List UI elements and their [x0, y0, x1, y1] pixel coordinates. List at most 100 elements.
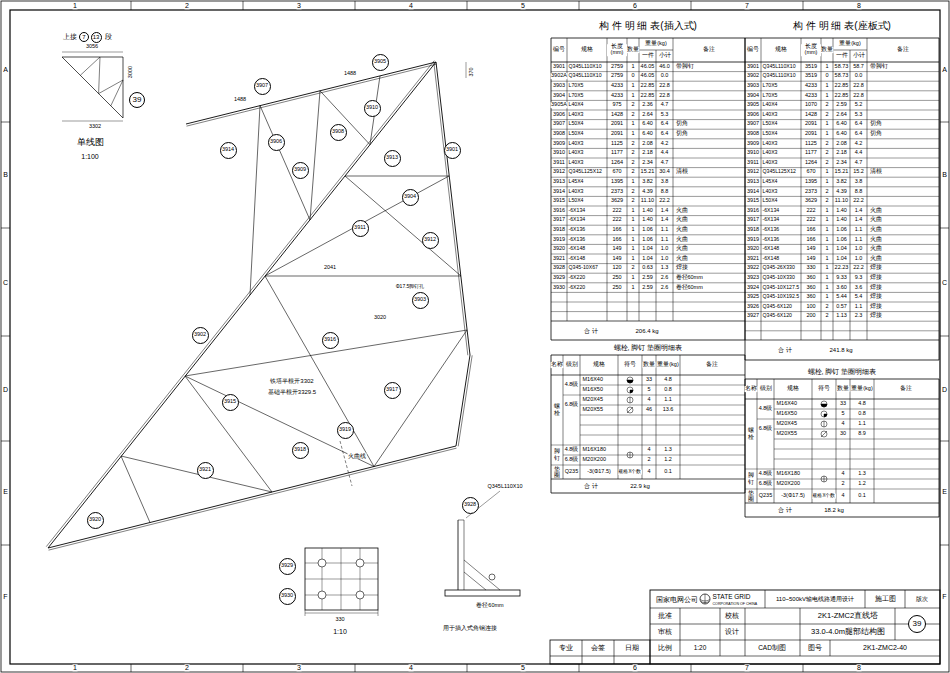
parts-table-cell: 3903: [552, 83, 565, 89]
callout-circle: 3905: [372, 54, 389, 71]
parts-table-cell: 1: [825, 275, 829, 281]
parts-table-cell: 1070: [804, 102, 817, 108]
bolt-symbol: [824, 421, 825, 427]
parts-table-cell: 3915: [746, 198, 759, 204]
title-block: [550, 640, 650, 664]
parts-table-cell: 小计: [658, 53, 671, 59]
parts-table-cell: 1.1: [854, 227, 863, 233]
table-rule: [745, 254, 939, 255]
title-block-text: 会签: [591, 645, 606, 652]
table-rule: [745, 263, 939, 264]
bolt-table-cell: 1.1: [664, 397, 673, 403]
table-rule: [551, 254, 745, 255]
parts-table-cell: 火曲: [675, 218, 688, 224]
callout-circle: 3913: [384, 150, 401, 167]
parts-table-cell: 1.1: [660, 227, 669, 233]
bolt-table-cell: M20X45: [776, 421, 798, 427]
bend-line: [340, 441, 352, 486]
callout-number: 3907: [256, 83, 268, 89]
parts-table-cell: 0.0: [854, 74, 863, 80]
parts-table-cell: 1: [631, 131, 635, 137]
grid-index: B: [3, 171, 9, 178]
parts-table-cell: L50X4: [762, 122, 778, 127]
parts-table-cell: L40X4: [762, 102, 778, 107]
parts-table-cell: 3.60: [836, 285, 848, 291]
parts-table-cell: 1: [825, 93, 829, 99]
table-rule: [774, 459, 939, 460]
parts-table-cell: 4233: [610, 83, 623, 89]
callout-number: 3913: [386, 155, 398, 161]
bracing-member: [265, 276, 374, 467]
table-rule: [745, 177, 939, 178]
parts-table-cell: 4.39: [836, 189, 848, 195]
parts-table-cell: 2: [631, 150, 635, 156]
table-rule: [745, 321, 939, 322]
bolt-table-cell: 4.8级: [758, 406, 773, 412]
drawing-label: 2041: [323, 265, 336, 271]
parts-table-cell: 4233: [804, 93, 817, 99]
parts-table-cell: 长度 (mm): [801, 44, 821, 56]
parts-table-cell: 1: [825, 64, 829, 70]
parts-table-cell: 一件: [835, 53, 848, 59]
grid-index: A: [942, 66, 948, 73]
table-rule: [745, 282, 939, 283]
parts-table-cell: 46.0: [659, 64, 671, 70]
title-block-text: CAD制图: [758, 645, 787, 652]
parts-table-cell: 构 件 明 细 表(插入式): [599, 21, 698, 32]
table-rule: [551, 90, 745, 91]
callout-number: 7: [82, 34, 85, 40]
parts-table-cell: 3903: [746, 83, 759, 89]
parts-table-cell: 3930: [552, 285, 565, 291]
callout-circle: 3907: [254, 78, 271, 95]
parts-table-cell: -6X220: [568, 275, 586, 280]
title-block-rule: [905, 590, 906, 608]
parts-table-cell: 数量: [627, 47, 640, 53]
bolt-symbol: [821, 401, 827, 407]
parts-table-cell: 8.8: [854, 189, 863, 195]
bolt-symbol: [627, 452, 633, 458]
bolt-symbol: [627, 387, 633, 393]
parts-table-cell: 1: [825, 179, 829, 185]
parts-table-cell: 0.63: [642, 266, 654, 272]
parts-table-cell: 3905: [746, 102, 759, 108]
drawing-label: 1:10: [333, 628, 348, 635]
bolt-table-cell: 6.8级: [564, 402, 579, 408]
grid-index: 8: [857, 2, 862, 9]
title-block-rule: [895, 608, 896, 640]
parts-table-cell: 1: [825, 227, 829, 233]
parts-table-cell: 1.04: [836, 246, 848, 252]
table-rule: [801, 38, 802, 340]
bolt-table-cell: 5: [647, 387, 651, 393]
callout-circle: 3902: [192, 327, 209, 344]
drawing-label: 上接: [63, 33, 78, 40]
parts-table-cell: L50X4: [762, 131, 778, 136]
parts-table-cell: 2.64: [836, 112, 848, 118]
callout-number: 3909: [294, 167, 306, 173]
grid-tick: [131, 1, 132, 10]
bolt-table-cell: M20X200: [776, 481, 801, 487]
grid-tick: [691, 1, 692, 10]
callout-number: 3912: [424, 237, 436, 243]
parts-table-cell: 备注: [703, 47, 716, 53]
table-rule: [551, 158, 745, 159]
callout-circle: 39: [908, 615, 926, 633]
parts-table-cell: 22.85: [834, 83, 849, 89]
parts-table-cell: 3915: [552, 198, 565, 204]
grid-tick: [803, 664, 804, 672]
parts-table-cell: 3901: [746, 64, 759, 70]
table-rule: [745, 360, 939, 361]
table-rule: [551, 292, 745, 293]
parts-table-cell: 1.40: [642, 208, 654, 214]
parts-table-cell: 3923: [746, 275, 759, 281]
parts-table-cell: 149: [806, 246, 816, 252]
table-rule: [551, 355, 552, 493]
parts-table-cell: 166: [612, 237, 622, 243]
parts-table-cell: 2.59: [836, 102, 848, 108]
parts-table-cell: 46.05: [640, 74, 655, 80]
bolt-table-cell: 螺栓, 脚钉 垫圈明细表: [613, 344, 683, 351]
bolt-table-cell: Q235: [758, 493, 772, 499]
parts-table-cell: 3918: [552, 227, 565, 233]
parts-table-cell: 975: [612, 102, 622, 108]
parts-table-cell: 3.82: [836, 179, 848, 185]
parts-table-cell: 3.6: [854, 285, 863, 291]
